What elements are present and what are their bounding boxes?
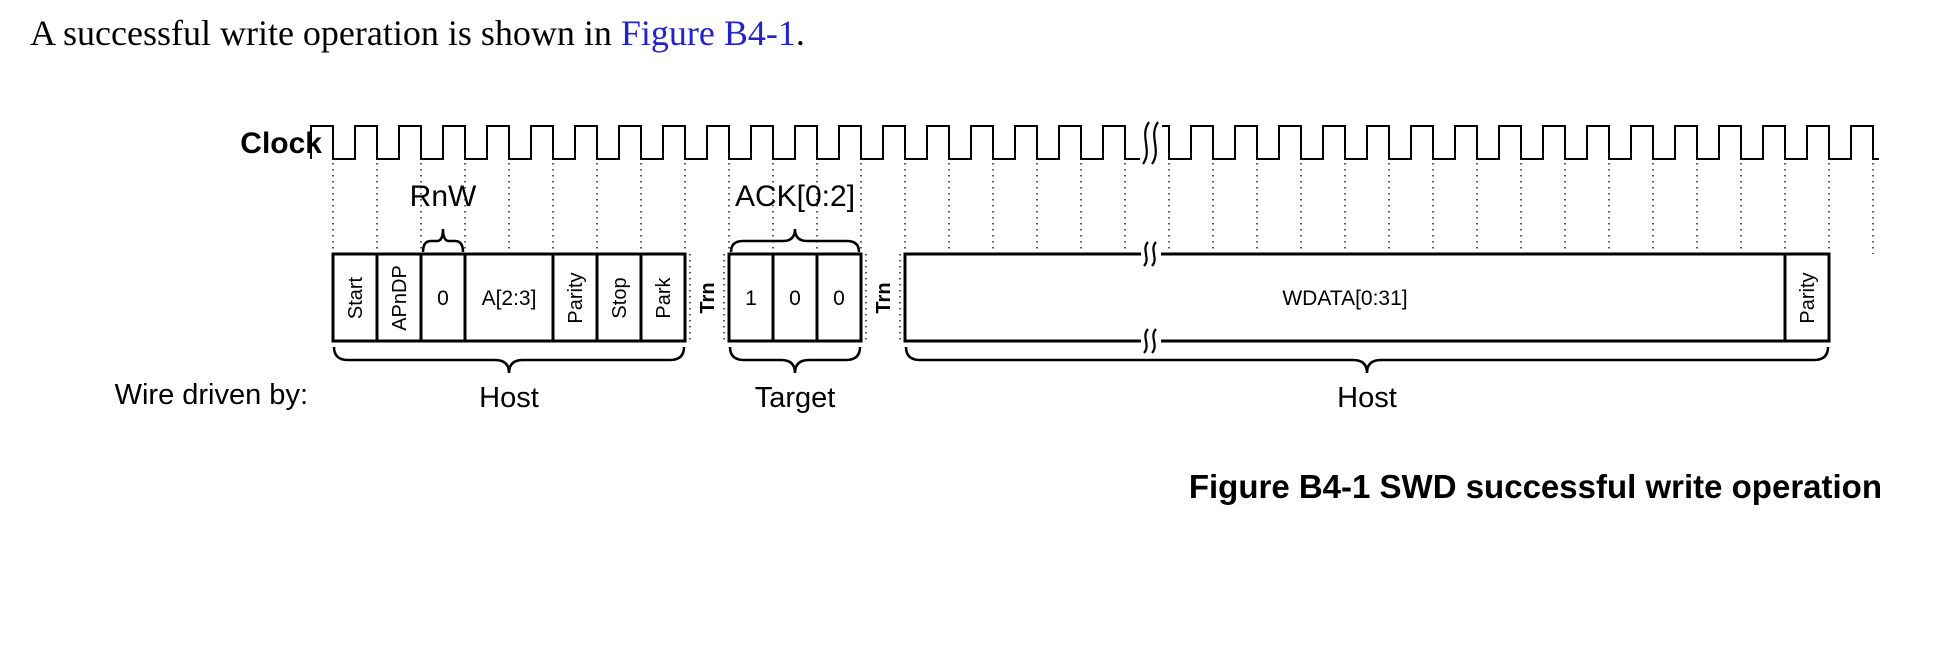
intro-text-before: A successful write operation is shown in — [30, 13, 621, 53]
driver-target: Target — [755, 382, 836, 414]
ack-box — [727, 252, 863, 343]
rnw-brace — [421, 228, 465, 253]
bit-addr-label: A[2:3] — [482, 287, 537, 310]
bit-stop-label: Stop — [609, 277, 631, 318]
ack-brace — [729, 228, 861, 253]
timing-gridlines — [332, 163, 1874, 254]
host-brace-1 — [332, 346, 686, 374]
wdata-box — [903, 252, 1831, 343]
break-mark-wdata-bottom — [1141, 328, 1161, 354]
figure-link[interactable]: Figure B4-1 — [620, 13, 796, 53]
trn-label-2: Trn — [873, 282, 895, 313]
clock-label: Clock — [240, 127, 322, 160]
target-brace — [728, 346, 862, 374]
wire-driven-by-label: Wire driven by: — [115, 379, 308, 411]
break-mark-clock — [1140, 118, 1162, 168]
bit-apndp-label: APnDP — [389, 265, 411, 331]
driver-host-2: Host — [1337, 382, 1397, 414]
host-brace-2 — [904, 346, 1830, 374]
ack-box-dividers — [771, 254, 819, 341]
wdata-label: WDATA[0:31] — [1282, 287, 1407, 310]
bit-start-label: Start — [345, 276, 367, 319]
intro-text-after: . — [795, 13, 805, 53]
driver-host-1: Host — [479, 382, 539, 414]
bit-parity-label: Parity — [565, 272, 587, 323]
bit-rnw-value: 0 — [437, 287, 449, 310]
figure-caption: Figure B4-1 SWD successful write operati… — [1188, 468, 1882, 505]
wdata-parity-label: Parity — [1797, 272, 1819, 323]
trn-label-1: Trn — [697, 282, 719, 313]
break-mark-wdata-top — [1141, 241, 1161, 267]
ack-bit-0: 1 — [745, 287, 757, 310]
rnw-annotation-label: RnW — [410, 180, 477, 213]
bit-park-label: Park — [653, 276, 675, 318]
clock-waveform — [310, 125, 1879, 160]
host-packet-box-dividers — [375, 254, 643, 341]
ack-bit-2: 0 — [833, 287, 845, 310]
host-packet-box — [331, 252, 687, 343]
intro-sentence: A successful write operation is shown in… — [30, 12, 805, 54]
ack-annotation-label: ACK[0:2] — [735, 180, 855, 213]
turnaround-gridlines — [689, 254, 901, 341]
ack-bit-1: 0 — [789, 287, 801, 310]
